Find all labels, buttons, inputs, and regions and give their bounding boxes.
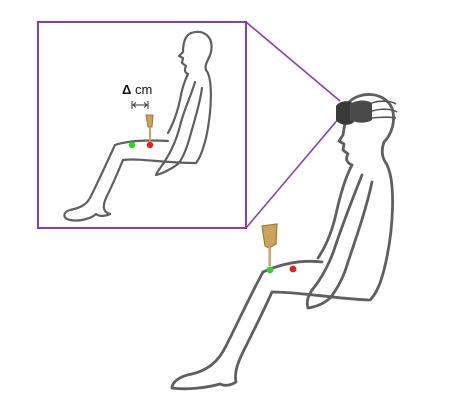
delta-label: Δ cm: [122, 82, 162, 97]
double-arrow-icon: [131, 101, 149, 109]
inset-red-dot: [146, 141, 154, 149]
red-dot: [289, 265, 297, 273]
inset-frame: [37, 21, 247, 229]
connector-lines: [245, 21, 341, 229]
inset-green-dot: [128, 141, 136, 149]
green-dot: [266, 266, 274, 274]
delta-unit: cm: [134, 82, 153, 97]
inset-stick-icon: [145, 114, 154, 142]
inset-figure: [63, 30, 213, 222]
delta-symbol: Δ: [122, 82, 132, 97]
stick-icon: [261, 223, 278, 266]
vr-headset-icon: [336, 100, 398, 125]
